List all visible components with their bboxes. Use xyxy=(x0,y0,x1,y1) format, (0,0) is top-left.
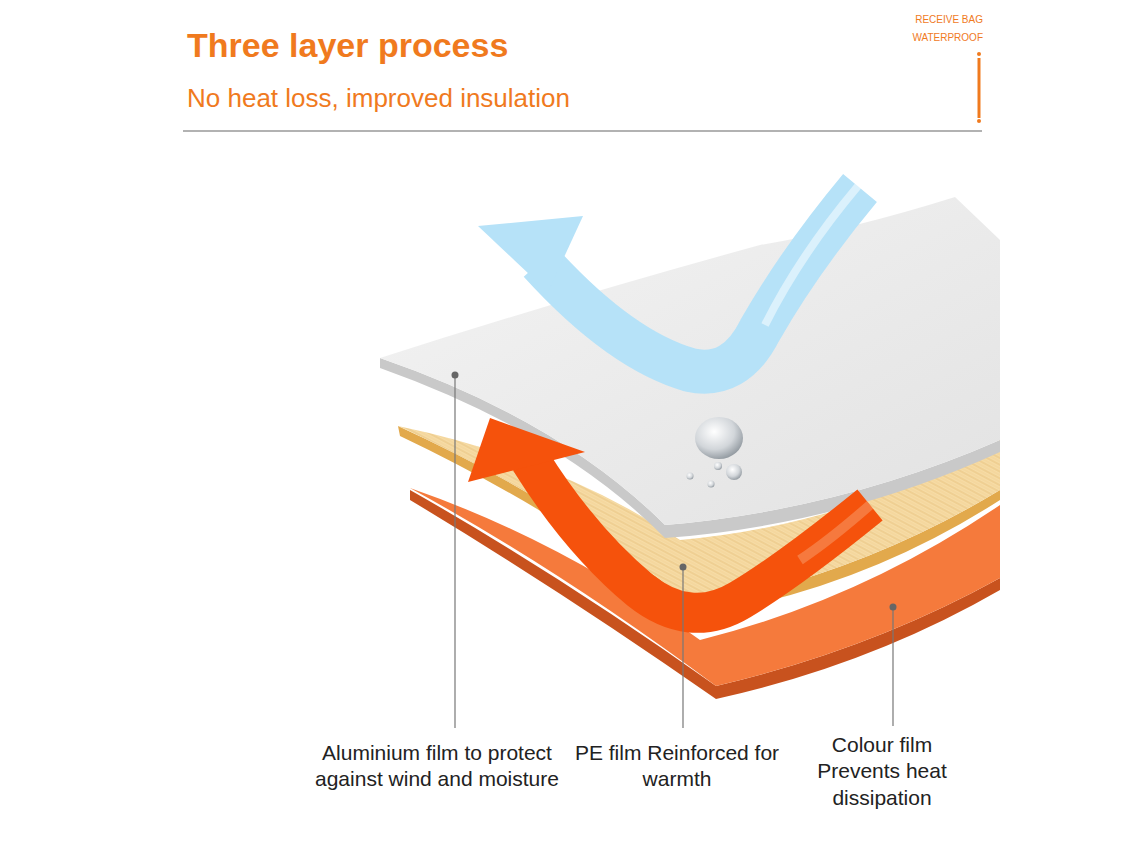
leader-lines xyxy=(455,375,893,728)
tag-text: RECEIVE BAG xyxy=(915,14,983,27)
water-drops xyxy=(687,417,744,488)
title: Three layer process xyxy=(187,24,508,67)
callout-label: Aluminium film to protect against wind a… xyxy=(307,740,567,793)
subtitle: No heat loss, improved insulation xyxy=(187,82,570,115)
tag-text: WATERPROOF xyxy=(912,32,983,45)
cold-air-arrow xyxy=(478,186,860,372)
header-rule xyxy=(183,130,982,131)
callout-label: Colour film Prevents heat dissipation xyxy=(802,732,962,811)
callout-label: PE film Reinforced for warmth xyxy=(561,740,793,793)
accent-bar xyxy=(977,52,981,123)
heat-arrow xyxy=(468,418,870,613)
leader-dots xyxy=(452,372,897,611)
